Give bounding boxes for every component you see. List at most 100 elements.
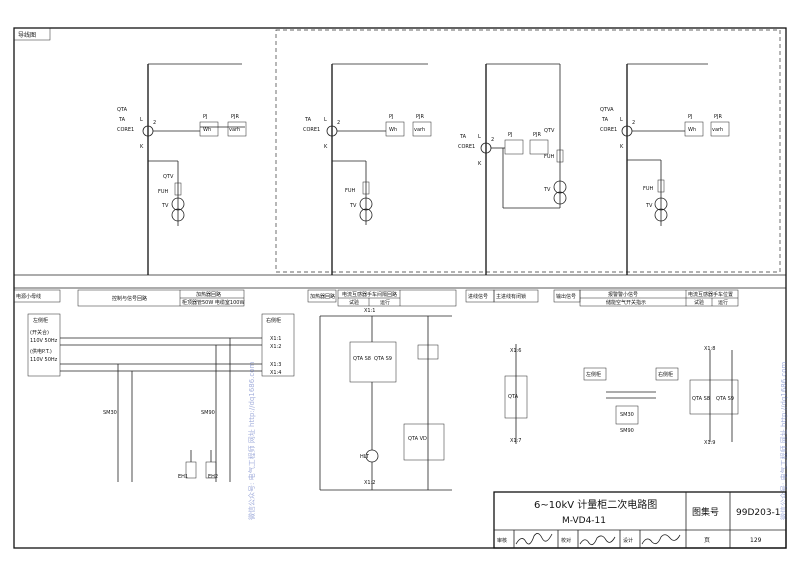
- svg-text:左侧柜: 左侧柜: [33, 317, 48, 324]
- svg-text:TV: TV: [543, 187, 551, 193]
- svg-text:试验: 试验: [694, 299, 704, 306]
- primary-circuit-2: TA CORE1 L 2 K PJ PJR Wh varh FUH TV: [303, 63, 432, 275]
- svg-text:PJR: PJR: [714, 114, 722, 120]
- svg-text:QTVA: QTVA: [600, 107, 614, 113]
- svg-text:2: 2: [491, 137, 494, 143]
- svg-text:右侧柜: 右侧柜: [266, 317, 281, 324]
- svg-text:QTA S9: QTA S9: [716, 396, 734, 402]
- svg-text:FUH: FUH: [544, 154, 555, 160]
- svg-text:CORE1: CORE1: [117, 127, 134, 133]
- svg-text:PJR: PJR: [231, 114, 239, 120]
- svg-text:FUH: FUH: [345, 188, 356, 194]
- svg-text:EH2: EH2: [208, 474, 218, 480]
- svg-text:varh: varh: [229, 127, 240, 133]
- svg-text:(供电P.T.): (供电P.T.): [30, 348, 52, 355]
- busbar-circuit: 左侧柜 右侧柜 (开关合) (供电P.T.) 110V 50Hz 110V 50…: [27, 313, 295, 482]
- svg-text:X1:2: X1:2: [364, 480, 375, 486]
- svg-text:柜顶器管50W 电缆室100W: 柜顶器管50W 电缆室100W: [182, 299, 244, 306]
- svg-text:电流互感器手车位置: 电流互感器手车位置: [688, 291, 733, 298]
- svg-text:SM30: SM30: [103, 410, 117, 416]
- svg-text:加热器回路: 加热器回路: [310, 293, 335, 300]
- svg-text:PJ: PJ: [203, 114, 208, 120]
- svg-text:TA: TA: [601, 117, 609, 123]
- svg-text:电流互感器手车间隔回路: 电流互感器手车间隔回路: [342, 291, 397, 298]
- svg-text:FUH: FUH: [643, 186, 654, 192]
- watermark-left: 微信公众号: 电气工程师 网址 http://dq1686.com: [247, 361, 256, 520]
- secondary-header-row: 电源小母线 控制与信号回路 加热器回路 柜顶器管50W 电缆室100W 加热器回…: [13, 289, 739, 307]
- svg-text:右侧柜: 右侧柜: [658, 371, 673, 378]
- svg-text:X1:9: X1:9: [704, 440, 715, 446]
- svg-text:X1:1: X1:1: [270, 336, 281, 342]
- svg-text:SM30: SM30: [620, 412, 634, 418]
- drawing-code: M-VD4-11: [562, 516, 606, 526]
- svg-text:K: K: [140, 144, 144, 150]
- svg-text:X1:2: X1:2: [270, 344, 281, 350]
- drawing-title: 6~10kV 计量柜二次电路图: [534, 498, 657, 511]
- signature-2: [579, 535, 616, 546]
- svg-text:X1:1: X1:1: [364, 308, 375, 314]
- svg-text:2: 2: [632, 120, 635, 126]
- watermark-right: 微信公众号: 电气工程师 网址 http://dq1686.com: [779, 361, 788, 520]
- svg-text:审核: 审核: [497, 537, 507, 544]
- svg-text:QTA S8: QTA S8: [692, 396, 710, 402]
- svg-text:QTA: QTA: [508, 394, 519, 400]
- svg-text:加热器回路: 加热器回路: [196, 291, 221, 298]
- svg-text:设计: 设计: [623, 537, 633, 544]
- svg-text:PJ: PJ: [389, 114, 394, 120]
- svg-text:左侧柜: 左侧柜: [586, 371, 601, 378]
- svg-text:X1:4: X1:4: [270, 370, 281, 376]
- svg-text:2: 2: [153, 120, 156, 126]
- svg-text:QTA VD: QTA VD: [408, 436, 427, 442]
- svg-text:L: L: [620, 117, 623, 123]
- svg-text:CORE1: CORE1: [458, 144, 475, 150]
- svg-text:TA: TA: [459, 134, 467, 140]
- signature-1: [515, 533, 553, 545]
- svg-text:运行: 运行: [718, 299, 728, 306]
- output-circuit: 左侧柜 右侧柜 SM30 SM90 QTA S8 QTA S9 X1:8 X1:…: [583, 346, 739, 446]
- svg-text:PJ: PJ: [688, 114, 693, 120]
- primary-section-box: [13, 27, 51, 41]
- svg-text:2: 2: [337, 120, 340, 126]
- svg-text:X1:3: X1:3: [270, 362, 281, 368]
- svg-text:110V 50Hz: 110V 50Hz: [30, 338, 58, 344]
- primary-circuit-3: TA CORE1 L 2 K PJ PJR QTV FUH TV: [458, 63, 567, 275]
- svg-text:TA: TA: [304, 117, 312, 123]
- atlas-number: 99D203-1: [736, 508, 781, 518]
- svg-text:TV: TV: [349, 203, 357, 209]
- incoming-circuit: QTA X1:6 X1:7: [504, 344, 528, 444]
- svg-text:Wh: Wh: [688, 127, 696, 133]
- svg-text:TA: TA: [118, 117, 126, 123]
- svg-text:varh: varh: [414, 127, 425, 133]
- svg-text:EH1: EH1: [178, 474, 188, 480]
- dashed-area: [275, 29, 781, 273]
- svg-text:输出信号: 输出信号: [556, 293, 576, 300]
- svg-text:K: K: [620, 144, 624, 150]
- svg-text:试验: 试验: [349, 299, 359, 306]
- title-block: 6~10kV 计量柜二次电路图 M-VD4-11 图集号 99D203-1 审核…: [493, 491, 787, 549]
- svg-text:K: K: [478, 161, 482, 167]
- primary-section-label: 导线图: [18, 31, 36, 39]
- svg-text:HLT: HLT: [360, 454, 370, 460]
- primary-circuit-1: QTA TA CORE1 L 2 K PJ PJR Wh varh QTV FU…: [117, 63, 247, 275]
- svg-text:TV: TV: [161, 203, 169, 209]
- svg-text:CORE1: CORE1: [600, 127, 617, 133]
- svg-text:FUH: FUH: [158, 189, 169, 195]
- svg-text:报警警小信号: 报警警小信号: [608, 291, 638, 298]
- svg-text:QTA S8: QTA S8: [353, 356, 371, 362]
- svg-text:储能空气开关指示: 储能空气开关指示: [606, 299, 646, 306]
- svg-text:校对: 校对: [561, 537, 571, 544]
- page-number: 129: [750, 537, 762, 544]
- svg-text:(开关合): (开关合): [30, 329, 49, 336]
- svg-text:Wh: Wh: [389, 127, 397, 133]
- svg-text:PJ: PJ: [508, 132, 513, 138]
- signature-3: [641, 534, 681, 545]
- svg-text:varh: varh: [712, 127, 723, 133]
- relay-circuit: QTA S8 QTA S9 HLT QTA VD X1:1 X1:2: [319, 308, 452, 491]
- svg-text:SM90: SM90: [620, 428, 634, 434]
- svg-text:QTV: QTV: [163, 174, 174, 180]
- svg-text:QTA S9: QTA S9: [374, 356, 392, 362]
- svg-text:控制与信号回路: 控制与信号回路: [112, 295, 147, 302]
- primary-circuit-4: QTVA TA CORE1 L 2 K PJ PJR Wh varh FUH T…: [600, 63, 730, 275]
- svg-text:QTV: QTV: [544, 128, 555, 134]
